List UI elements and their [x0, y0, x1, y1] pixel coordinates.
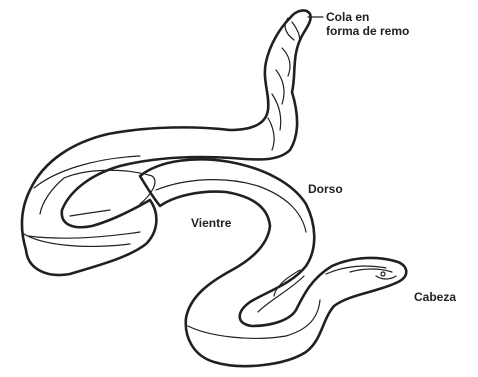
snake-front-loop — [140, 159, 406, 366]
tail-label: Cola en forma de remo — [326, 10, 409, 38]
tail-label-line1: Cola en — [326, 10, 409, 24]
tail-label-line2: forma de remo — [326, 24, 409, 38]
head-label: Cabeza — [414, 290, 456, 304]
back-label: Dorso — [308, 182, 343, 196]
belly-label: Vientre — [191, 216, 231, 230]
